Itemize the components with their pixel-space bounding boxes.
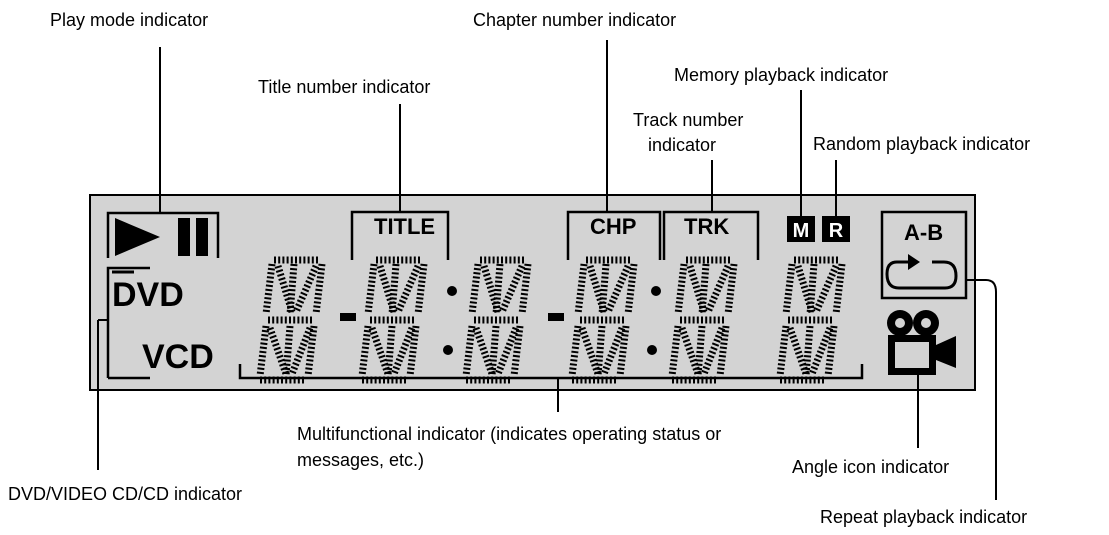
segment-display <box>260 260 842 380</box>
callout-angle-icon: Angle icon indicator <box>792 457 949 477</box>
callout-repeat-playback: Repeat playback indicator <box>820 507 1027 527</box>
callout-memory-playback: Memory playback indicator <box>674 65 888 85</box>
chapter-label: CHP <box>590 214 636 239</box>
svg-text:M: M <box>793 220 810 242</box>
pause-icon <box>178 218 208 256</box>
title-label: TITLE <box>374 214 435 239</box>
play-icon <box>115 218 160 256</box>
dvd-label: DVD <box>112 276 184 314</box>
repeat-icon <box>885 254 958 290</box>
callout-multifunctional-1: Multifunctional indicator (indicates ope… <box>297 424 721 444</box>
svg-text:R: R <box>829 220 844 242</box>
callout-random-playback: Random playback indicator <box>813 134 1030 154</box>
callout-track-number-2: indicator <box>648 135 716 155</box>
callout-multifunctional-2: messages, etc.) <box>297 450 424 470</box>
callout-track-number-1: Track number <box>633 110 743 130</box>
callout-title-number: Title number indicator <box>258 77 430 97</box>
random-badge <box>822 216 850 242</box>
camera-icon <box>887 310 956 375</box>
memory-badge <box>787 216 815 242</box>
vcd-label: VCD <box>142 338 214 376</box>
ab-repeat-box <box>880 210 968 300</box>
callout-disc-type: DVD/VIDEO CD/CD indicator <box>8 484 242 504</box>
ab-label: A-B <box>904 220 943 245</box>
track-label: TRK <box>684 214 729 239</box>
callout-play-mode: Play mode indicator <box>50 10 208 30</box>
callout-chapter-number: Chapter number indicator <box>473 10 676 30</box>
